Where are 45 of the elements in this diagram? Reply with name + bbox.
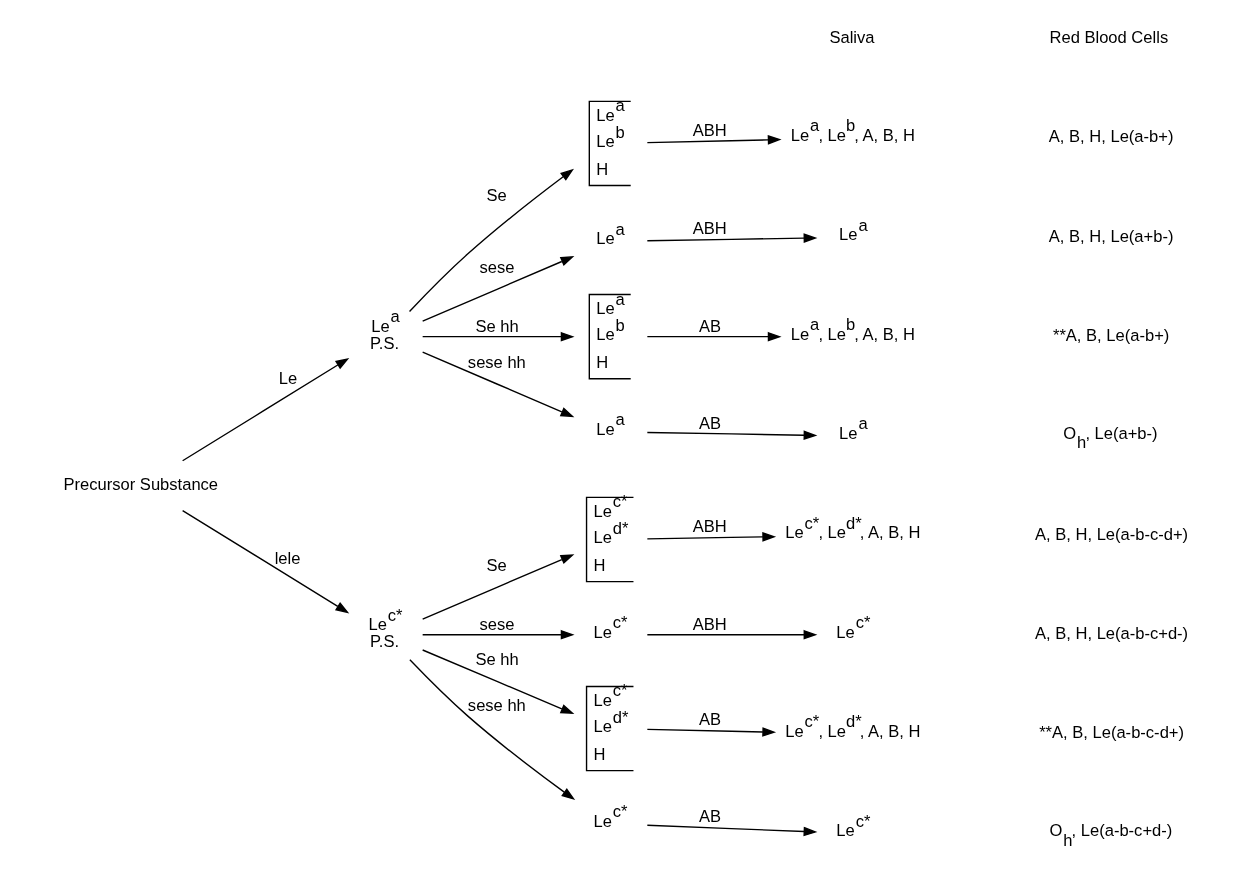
arrow [646,135,782,145]
label: A, B, H, Le(a-b-c-d+) [1035,524,1189,544]
arrow [181,357,350,462]
label: A, B, H, Le(a+b-) [1048,226,1174,246]
edge-label: Se [486,555,507,575]
edge-label: AB [699,806,722,826]
edge-label: Se [486,185,507,205]
arrow [421,554,575,620]
label: A, B, H, Le(a-b+) [1048,127,1174,147]
arrow [409,659,576,801]
arrow [421,351,575,418]
arrow [646,824,818,837]
edge-label: Le [278,369,298,389]
edge-label: lele [274,548,301,568]
edge-label: AB [699,710,722,730]
arrow [421,649,575,715]
arrow [646,727,777,737]
arrow [181,509,350,614]
edge-label: ABH [692,615,727,635]
edge-label: sese [479,257,515,277]
label: **A, B, Le(a-b+) [1052,325,1170,345]
label: A, B, H, Le(a-b-c+d-) [1035,623,1189,643]
arrow [408,168,574,313]
edge-label: AB [699,316,722,336]
arrow [646,331,782,342]
arrow [646,629,818,640]
edge-label: ABH [692,517,727,537]
arrow [646,430,818,440]
label: **A, B, Le(a-b-c-d+) [1039,723,1185,743]
edge-label: sese hh [467,696,526,716]
arrow [646,233,818,243]
arrow [421,331,575,342]
edge-label: sese [479,615,515,635]
edge-label: ABH [692,218,727,238]
edge-label: Se hh [475,649,519,669]
edge-label: sese hh [467,352,526,372]
label: Red Blood Cells [1049,27,1169,47]
arrow [646,532,777,542]
arrow [421,256,575,322]
edge-label: Se hh [475,316,519,336]
node-text: Precursor Substance [63,474,219,494]
label: Saliva [829,27,875,47]
edge-label: AB [699,413,722,433]
edge-label: ABH [692,121,727,140]
arrow [421,629,575,640]
